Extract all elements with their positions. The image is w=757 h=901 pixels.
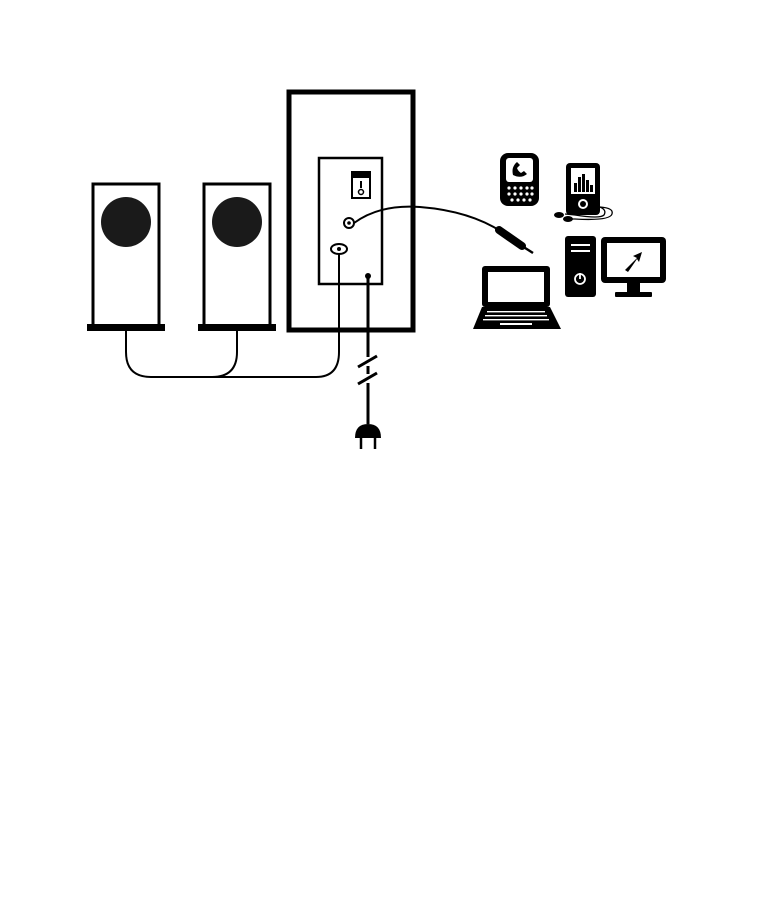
speaker-cone-icon [212,197,262,247]
speaker-cone-icon [101,197,151,247]
speaker-base [198,324,276,331]
satellite-speaker-left [87,184,165,331]
satellite-speaker-right [198,184,276,331]
audio-input-jack-icon [344,218,354,228]
speaker-output-jack-icon [331,244,347,254]
speaker-base [87,324,165,331]
phone-icon [500,153,539,206]
speaker-cable-branch [212,331,237,377]
desktop-tower-icon [565,236,596,297]
plug-icon [355,424,381,449]
music-player-icon [554,163,612,222]
power-switch-icon [352,172,370,198]
subwoofer [289,92,413,330]
monitor-icon [601,237,666,297]
laptop-icon [473,266,561,329]
